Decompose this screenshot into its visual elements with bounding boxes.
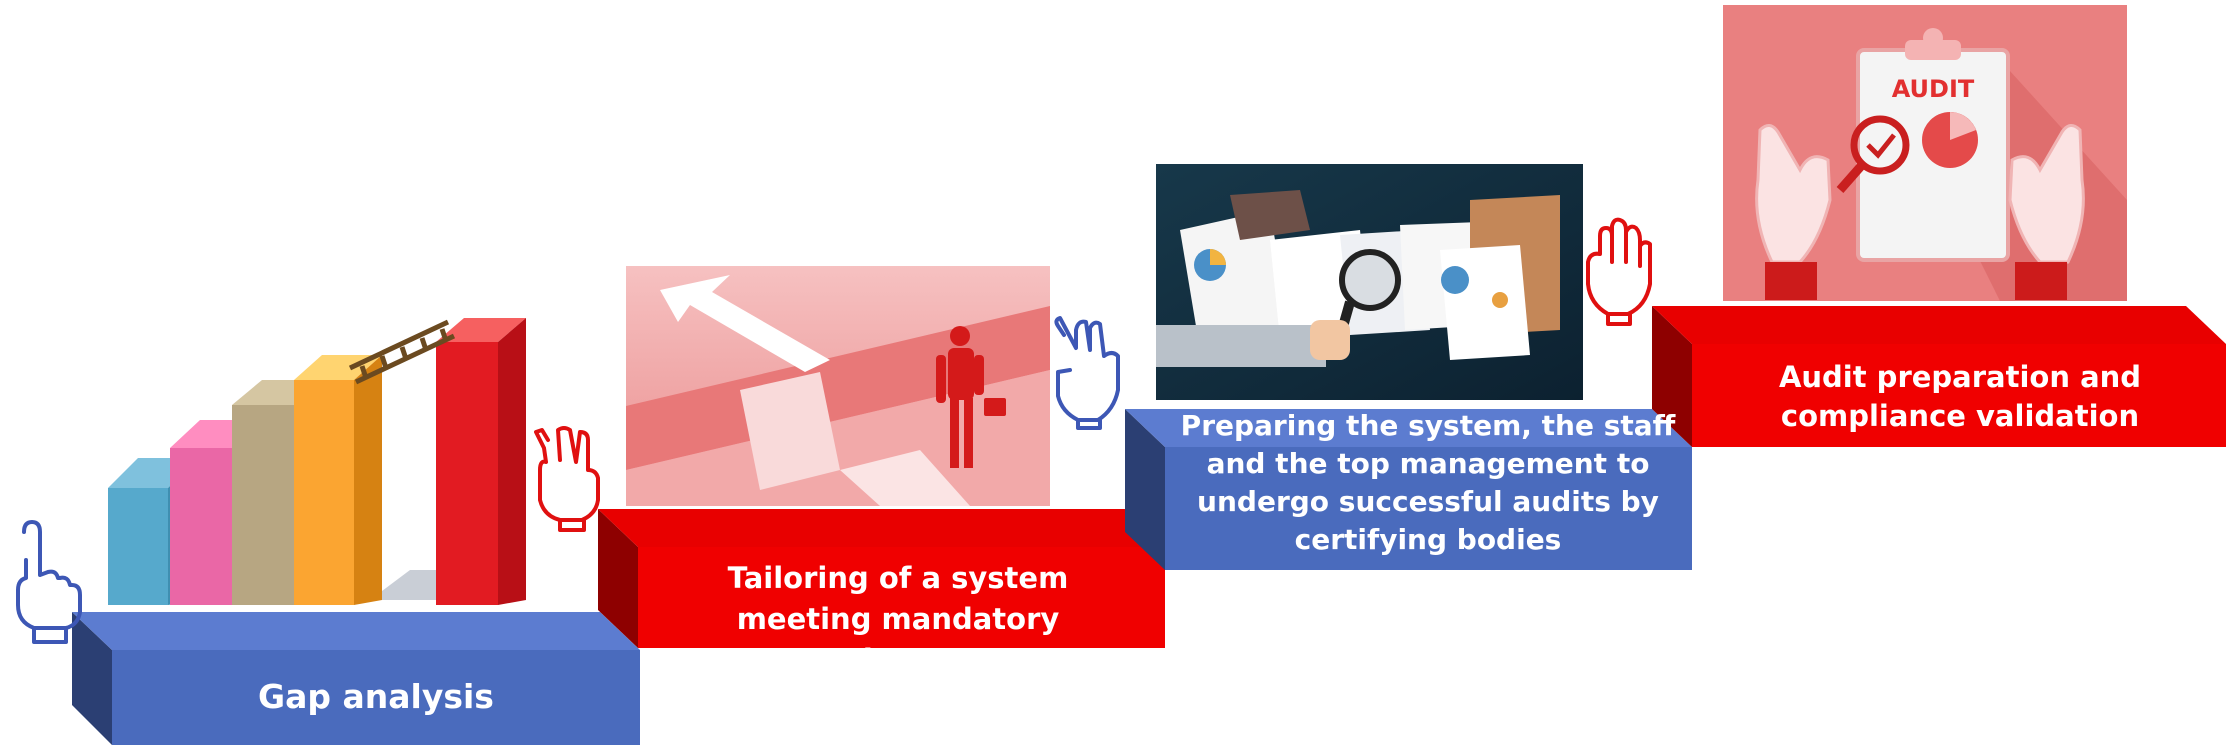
- step-4-label: Audit preparation and compliance validat…: [1778, 360, 2142, 433]
- step-1-label: Gap analysis: [258, 677, 494, 716]
- step-1-block: [72, 612, 640, 745]
- step-4-block: [1652, 306, 2226, 447]
- step-3-label: Preparing the system, the staff and the …: [1180, 409, 1676, 556]
- step-2: [534, 266, 1165, 648]
- three-finger-hand-icon: [1054, 316, 1120, 430]
- ok-hand-icon: [1755, 124, 2085, 264]
- four-finger-hand-icon: [1586, 217, 1652, 326]
- path-arrow-illustration: [626, 266, 1050, 506]
- step-3: [1054, 164, 1692, 570]
- ladder-icon: [348, 319, 456, 385]
- audit-clipboard-illustration: AUDIT: [1723, 5, 2127, 301]
- businessman-icon: [936, 326, 1006, 468]
- step-4: AUDIT: [1586, 5, 2226, 447]
- step-2-block: [598, 509, 1165, 648]
- step-2-label: Tailoring of a system meeting mandatory …: [727, 561, 1069, 677]
- two-finger-hand-icon: [534, 426, 600, 532]
- bar-chart-illustration: [108, 318, 526, 605]
- documents-magnifier-illustration: [1156, 164, 1583, 400]
- audit-sign: AUDIT: [1892, 75, 1975, 103]
- step-1: [16, 318, 640, 745]
- one-finger-hand-icon: [16, 520, 82, 644]
- step-3-block: [1125, 409, 1692, 570]
